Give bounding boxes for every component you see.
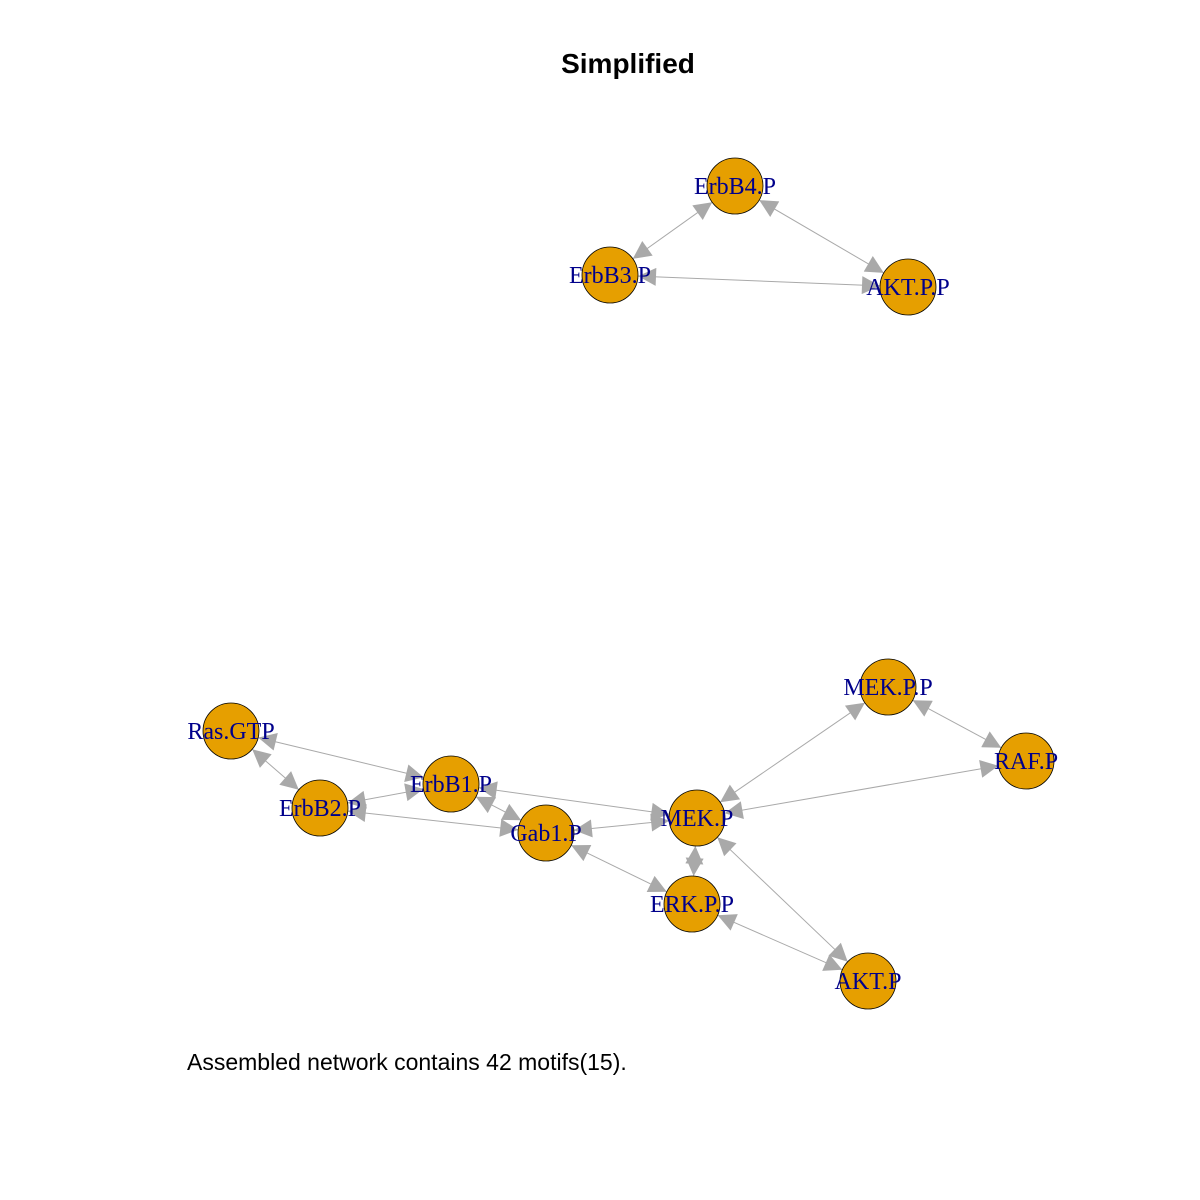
edge-erbb2-p-gab1-p [347,804,519,837]
edge-erbb4-p-akt-p-p [758,199,885,274]
edge-gab1-p-mek-p [573,813,670,838]
node-mek-p-p: MEK.P.P [843,658,933,716]
node-circle [202,702,260,760]
node-circle [839,952,897,1010]
node-mek-p: MEK.P [661,789,734,847]
node-circle [706,157,764,215]
node-akt-p: AKT.P [835,952,902,1010]
node-circle [859,658,917,716]
node-circle [422,755,480,813]
node-circle [517,804,575,862]
network-caption: Assembled network contains 42 motifs(15)… [187,1049,627,1075]
edge-ras-gtp-erbb2-p [251,748,300,791]
node-label: MEK.P.P [843,675,932,701]
node-raf-p: RAF.P [994,732,1058,790]
node-gab1-p: Gab1.P [510,804,582,862]
node-erbb3-p: ErbB3.P [569,246,651,304]
node-label: ErbB3.P [569,263,651,289]
node-circle [668,789,726,847]
node-label: RAF.P [994,749,1058,775]
edge-erbb2-p-erbb1-p [347,783,424,809]
edge-erbb4-p-erbb3-p [632,201,713,260]
nodes-layer: ErbB4.P ErbB3.P AKT.P.P MEK.P.P Ras.GTP RAF.P… [187,157,1058,1010]
node-label: Gab1.P [510,821,581,847]
node-circle [879,258,937,316]
edge-erbb3-p-akt-p-p [637,267,881,295]
node-label: AKT.P.P [866,275,950,301]
edge-erk-p-p-akt-p [717,914,843,971]
node-label: AKT.P [835,969,902,995]
edges-layer [251,199,1002,971]
node-akt-p-p: AKT.P.P [866,258,950,316]
node-label: Ras.GTP [187,719,274,745]
node-label: ErbB4.P [694,174,776,200]
edge-mek-p-akt-p [716,836,849,963]
edge-gab1-p-erk-p-p [570,844,668,893]
node-erbb1-p: ErbB1.P [410,755,492,813]
diagram-title: Simplified [561,48,695,79]
node-label: ErbB1.P [410,772,492,798]
node-ras-gtp: Ras.GTP [187,702,275,760]
node-circle [581,246,639,304]
edge-mek-p-mek-p-p [719,702,866,803]
edge-mek-p-p-raf-p [912,699,1002,749]
node-erbb4-p: ErbB4.P [694,157,776,215]
edge-mek-p-erk-p-p [685,845,704,877]
node-label: ErbB2.P [279,796,361,822]
node-circle [997,732,1055,790]
node-erbb2-p: ErbB2.P [279,779,361,837]
node-label: MEK.P [661,806,734,832]
node-erk-p-p: ERK.P.P [650,875,734,933]
edge-mek-p-raf-p [724,760,999,819]
edge-ras-gtp-erbb1-p [258,733,424,782]
edge-erbb1-p-gab1-p [475,796,522,821]
node-circle [291,779,349,837]
node-circle [663,875,721,933]
node-label: ERK.P.P [650,892,734,918]
edge-erbb1-p-mek-p [478,781,670,821]
